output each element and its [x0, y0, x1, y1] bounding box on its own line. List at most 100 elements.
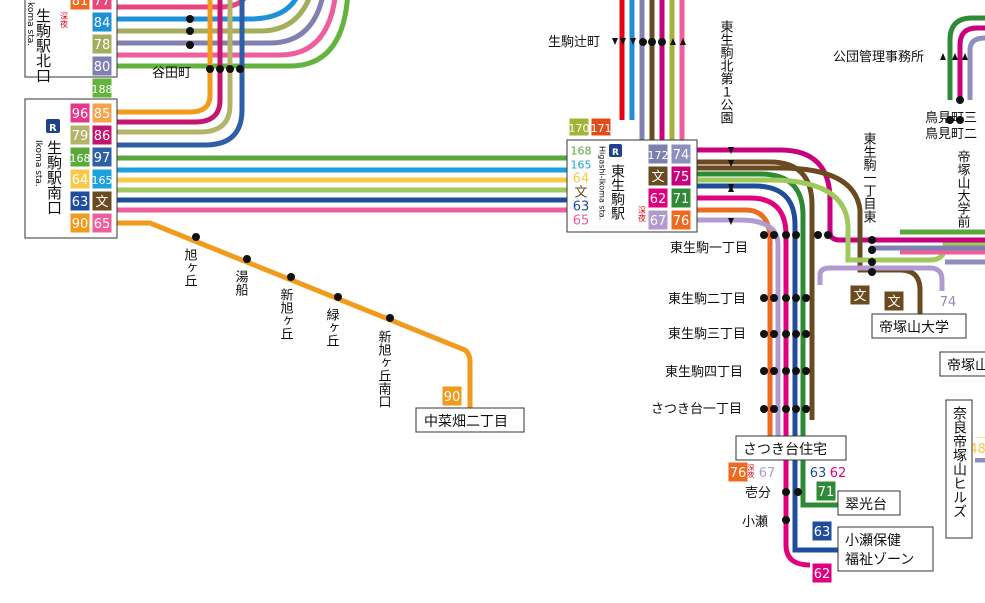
- route-badge[interactable]: 90: [441, 385, 463, 407]
- route-line: [697, 165, 923, 320]
- destination-tezuka-b[interactable]: 帝塚山: [939, 351, 985, 377]
- route-badge-label: 78: [94, 38, 111, 53]
- route-badge[interactable]: 74: [670, 143, 692, 165]
- route-line: [957, 25, 985, 100]
- route-badge-label: 48: [969, 442, 985, 457]
- stop-label[interactable]: 新旭ヶ丘: [278, 287, 294, 340]
- route-badge[interactable]: 171: [590, 117, 612, 137]
- route-badge[interactable]: 75: [670, 165, 692, 187]
- destination-nakanabata[interactable]: 中菜畑二丁目: [415, 407, 525, 433]
- svg-text:中菜畑二丁目: 中菜畑二丁目: [424, 414, 508, 430]
- route-badge[interactable]: 62: [811, 562, 833, 584]
- route-badge-label: 65: [94, 217, 111, 232]
- route-line: [115, 0, 338, 58]
- route-badge[interactable]: 48: [969, 438, 985, 458]
- stop-label[interactable]: 東生駒北第１公園: [718, 19, 734, 124]
- route-badge[interactable]: 165: [571, 157, 592, 172]
- stop-label[interactable]: 新旭ヶ丘南口: [376, 329, 392, 408]
- station-higashi-en: Higashi-Ikoma sta.: [598, 146, 607, 220]
- route-badge[interactable]: 文: [647, 165, 669, 187]
- route-badge[interactable]: 62: [828, 462, 848, 482]
- route-badge[interactable]: 168: [571, 143, 592, 158]
- route-badge[interactable]: 文: [571, 185, 591, 201]
- route-badge[interactable]: 168: [69, 146, 91, 168]
- destination-satsuki-jutaku[interactable]: さつき台住宅: [735, 435, 847, 461]
- route-line: [115, 0, 325, 46]
- route-badge[interactable]: 64: [571, 171, 591, 187]
- stop-label[interactable]: 湯船: [233, 270, 249, 297]
- route-line: [697, 207, 773, 445]
- route-badge-label: 172: [648, 149, 669, 162]
- stop-label[interactable]: 鳥見町二: [925, 127, 977, 142]
- route-badge[interactable]: 65: [91, 212, 113, 234]
- stop-label[interactable]: 谷田町: [152, 66, 191, 81]
- destination-nara-hills[interactable]: 奈良帝塚山ヒルズ: [945, 399, 973, 539]
- route-badge[interactable]: 63: [811, 520, 833, 542]
- stop-label[interactable]: 旭ヶ丘: [182, 248, 198, 287]
- route-badge[interactable]: 76: [727, 461, 749, 483]
- station-south-en: Ikoma sta.: [33, 140, 43, 187]
- stop-label[interactable]: 東生駒一丁目東: [861, 131, 877, 223]
- route-badge[interactable]: 188: [91, 77, 113, 99]
- station-north-en: koma sta.: [25, 2, 35, 46]
- stop-label[interactable]: 小瀬: [742, 515, 768, 530]
- route-badge[interactable]: 62: [647, 187, 669, 209]
- route-badge[interactable]: 文: [91, 190, 113, 212]
- stop-label[interactable]: 東生駒二丁目: [668, 291, 746, 307]
- route-badge[interactable]: 96: [69, 102, 91, 124]
- stop-label[interactable]: 帝塚山大学前: [955, 149, 971, 228]
- route-badge-label: 76: [730, 466, 747, 481]
- stop-label[interactable]: 緑ヶ丘: [324, 308, 340, 347]
- route-badge[interactable]: 80: [91, 55, 113, 77]
- stop-label[interactable]: 東生駒一丁目: [670, 240, 748, 256]
- route-badge-label: 文: [95, 195, 108, 210]
- route-badge-label: 63: [72, 195, 89, 210]
- stop-label[interactable]: 生駒辻町: [548, 35, 600, 50]
- route-badge[interactable]: 78: [91, 33, 113, 55]
- stop-label[interactable]: さつき台一丁目: [651, 402, 742, 417]
- route-badge[interactable]: 165: [91, 168, 113, 190]
- route-badge[interactable]: 71: [670, 187, 692, 209]
- route-badge[interactable]: 170: [568, 117, 590, 137]
- stop-labels: 谷田町 生駒辻町 東生駒北第１公園 公団管理事務所 鳥見町三 鳥見町二 帝塚山大…: [152, 19, 977, 530]
- route-badge[interactable]: 76: [670, 209, 692, 231]
- route-badge[interactable]: 79: [69, 124, 91, 146]
- route-badge[interactable]: 63: [571, 199, 591, 215]
- route-badge[interactable]: 67: [757, 462, 777, 482]
- route-badge[interactable]: 文: [883, 290, 905, 312]
- route-badge[interactable]: 81: [69, 0, 91, 11]
- route-badge[interactable]: 文: [849, 284, 871, 306]
- route-badge-label: 71: [818, 485, 835, 500]
- route-badge[interactable]: 63: [808, 462, 828, 482]
- route-badge[interactable]: 63: [69, 190, 91, 212]
- route-badge-label: 67: [759, 466, 776, 481]
- stop-label[interactable]: 公団管理事務所: [833, 50, 924, 65]
- route-badge[interactable]: 97: [91, 146, 113, 168]
- route-badge[interactable]: 85: [91, 102, 113, 124]
- route-badge[interactable]: 77: [91, 0, 113, 11]
- route-line: [967, 35, 985, 100]
- route-badge[interactable]: 64: [69, 168, 91, 190]
- route-badge[interactable]: 71: [815, 480, 837, 502]
- route-badge-label: 64: [72, 173, 89, 188]
- stop-label[interactable]: 東生駒四丁目: [665, 364, 743, 380]
- route-badge[interactable]: 86: [91, 124, 113, 146]
- destination-tezuka-univ[interactable]: 帝塚山大学: [871, 313, 967, 339]
- route-badge[interactable]: 74: [938, 291, 958, 311]
- route-line: [697, 159, 815, 420]
- stop-label[interactable]: 壱分: [745, 486, 771, 501]
- route-badge[interactable]: 67: [647, 209, 669, 231]
- stop-label[interactable]: 鳥見町三: [925, 111, 977, 126]
- route-badge[interactable]: 172: [647, 143, 669, 165]
- route-line: [117, 0, 213, 115]
- stop-label[interactable]: 東生駒三丁目: [668, 326, 746, 342]
- route-badge-label: 65: [573, 214, 590, 229]
- destination-kose-hoken[interactable]: 小瀬保健 福祉ゾーン: [837, 526, 934, 572]
- destination-suikodai[interactable]: 翠光台: [837, 490, 901, 516]
- route-badge[interactable]: 65: [571, 213, 591, 229]
- route-badge-label: 62: [814, 567, 831, 582]
- route-badge[interactable]: 84: [91, 11, 113, 33]
- route-badge[interactable]: 90: [69, 212, 91, 234]
